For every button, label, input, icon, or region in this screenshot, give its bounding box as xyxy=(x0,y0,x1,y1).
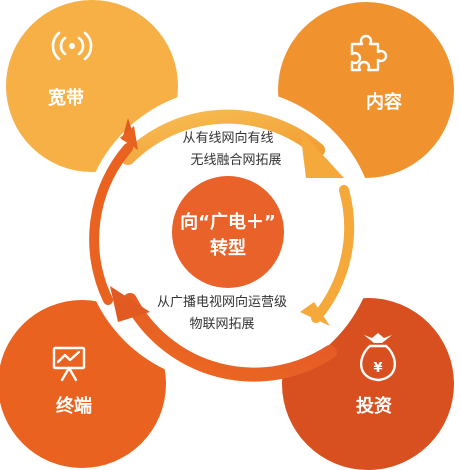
arrow-bottom xyxy=(110,286,337,382)
label-terminal: 终端 xyxy=(56,395,92,417)
yen-glyph: ¥ xyxy=(373,361,382,376)
label-content: 内容 xyxy=(366,91,402,113)
center-line1: 向“广电＋” xyxy=(180,211,276,233)
money-bag-yen-icon: ¥ xyxy=(360,333,396,382)
label-investment: 投资 xyxy=(356,395,392,417)
presentation-chart-icon xyxy=(52,346,86,382)
bottom-caption-line2: 物联网拓展 xyxy=(189,317,254,332)
center-circle xyxy=(172,176,284,288)
broadcast-signal-icon xyxy=(51,31,93,61)
center-line2: 转型 xyxy=(210,237,246,259)
arrow-left xyxy=(89,126,138,305)
top-caption-line1: 从有线网向有线 xyxy=(182,130,273,146)
bottom-caption-line1: 从广播电视网向运营级 xyxy=(157,294,287,310)
arrow-right xyxy=(300,185,355,326)
quadrant-bottom-left xyxy=(0,300,166,468)
puzzle-piece-icon xyxy=(350,34,388,72)
top-caption-line2: 无线融合网拓展 xyxy=(190,153,281,168)
label-broadband: 宽带 xyxy=(48,87,84,109)
